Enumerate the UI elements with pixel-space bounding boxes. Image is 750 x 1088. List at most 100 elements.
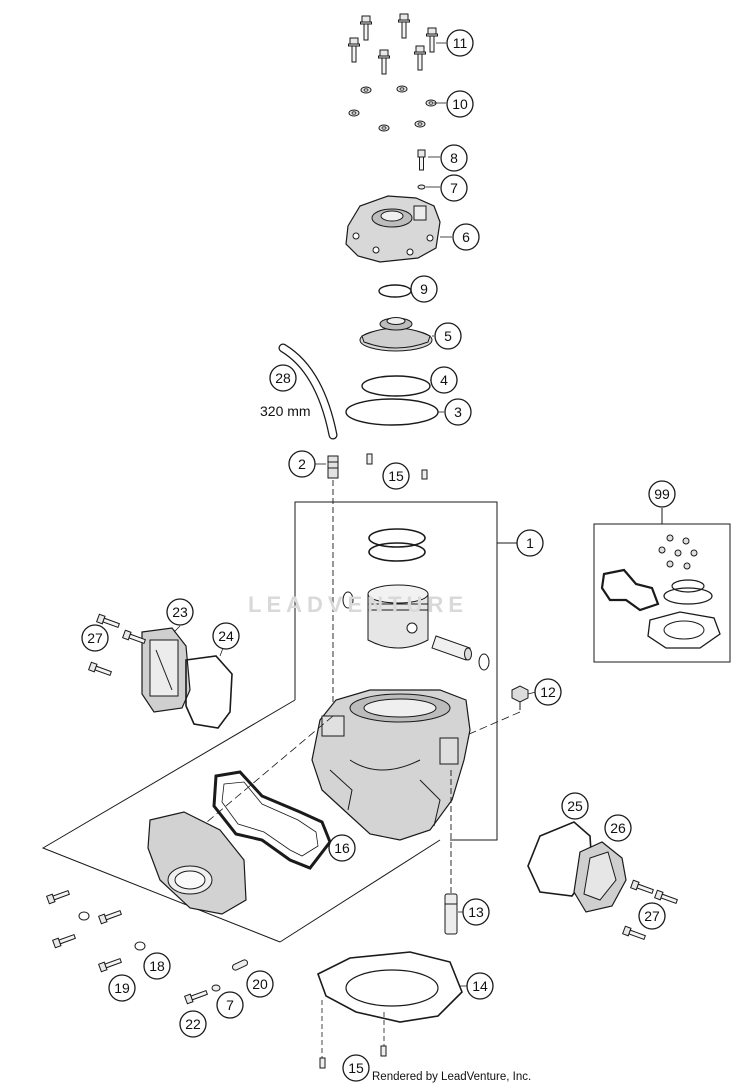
callout-circle: [430, 366, 458, 394]
callout-circle: [440, 144, 468, 172]
callout-circle: [638, 902, 666, 930]
callout-number: 15: [348, 1060, 364, 1076]
dowel-pin: [366, 453, 373, 465]
callout-number: 99: [654, 486, 670, 502]
callout-circle: [444, 398, 472, 426]
circlip: [342, 591, 354, 609]
callout-number: 27: [87, 630, 103, 646]
piston-pin: [431, 635, 472, 661]
hose: [278, 343, 338, 440]
piston-ring: [368, 542, 426, 562]
callout-circle: [534, 678, 562, 706]
callout-circle: [604, 814, 632, 842]
piston: [367, 584, 429, 649]
callout-9: 9: [410, 275, 438, 303]
callout-circle: [434, 322, 462, 350]
callout-15: 15: [382, 462, 410, 490]
callout-23: 23: [166, 598, 194, 626]
callout-3: 3: [444, 398, 472, 426]
callout-circle: [648, 480, 676, 508]
callout-number: 12: [540, 684, 556, 700]
callout-8: 8: [440, 144, 468, 172]
callout-number: 10: [452, 96, 468, 112]
callout-number: 20: [252, 976, 268, 992]
valve-cover-gasket: [185, 655, 233, 729]
o-ring-small: [361, 375, 431, 397]
callout-27: 27: [81, 624, 109, 652]
callout-27: 27: [638, 902, 666, 930]
callout-circle: [288, 450, 316, 478]
callout-number: 7: [226, 997, 234, 1013]
callout-circle: [516, 529, 544, 557]
callout-10: 10: [446, 90, 474, 118]
cylinder-base-gasket: [317, 951, 463, 1069]
callout-number: 16: [334, 840, 350, 856]
callout-circle: [440, 174, 468, 202]
callout-circle: [446, 90, 474, 118]
callout-circle: [212, 622, 240, 650]
callout-number: 9: [420, 281, 428, 297]
cylinder-head: [345, 195, 441, 263]
callout-circle: [462, 898, 490, 926]
exhaust-port-gasket: [212, 770, 332, 870]
callout-number: 28: [275, 370, 291, 386]
callout-circle: [446, 29, 474, 57]
hose-length-label: 320 mm: [260, 403, 311, 419]
callout-number: 4: [440, 372, 448, 388]
callout-number: 1: [526, 535, 534, 551]
callout-18: 18: [143, 952, 171, 980]
callout-circle: [466, 972, 494, 1000]
side-cover: [573, 841, 627, 913]
fitting: [327, 455, 339, 715]
callout-25: 25: [561, 792, 589, 820]
callout-28: 28: [269, 364, 297, 392]
watermark: LEADVENTURE: [248, 592, 469, 617]
callout-16: 16: [328, 834, 356, 862]
flange-bolts: [46, 888, 249, 1005]
callout-number: 8: [450, 150, 458, 166]
callout-circle: [246, 970, 274, 998]
callout-number: 6: [462, 229, 470, 245]
circlip: [478, 653, 490, 671]
callout-circle: [269, 364, 297, 392]
callout-circle: [166, 598, 194, 626]
callout-circle: [143, 952, 171, 980]
callout-number: 22: [185, 1016, 201, 1032]
callout-4: 4: [430, 366, 458, 394]
callout-number: 26: [610, 820, 626, 836]
callout-99: 99: [648, 480, 676, 508]
callout-number: 27: [644, 908, 660, 924]
stud: [444, 770, 458, 935]
callout-circle: [108, 974, 136, 1002]
callout-number: 13: [468, 904, 484, 920]
callout-number: 3: [454, 404, 462, 420]
callout-circle: [561, 792, 589, 820]
head-screw: [417, 149, 426, 190]
callout-circle: [81, 624, 109, 652]
callout-15: 15: [342, 1054, 370, 1082]
callout-number: 25: [567, 798, 583, 814]
valve-cover: [141, 627, 191, 713]
cylinder: [311, 689, 471, 841]
callout-number: 14: [472, 978, 488, 994]
callout-number: 7: [450, 180, 458, 196]
callout-number: 2: [298, 456, 306, 472]
callout-number: 24: [218, 628, 234, 644]
callout-12: 12: [534, 678, 562, 706]
callout-2: 2: [288, 450, 316, 478]
cylinder-head-bolts: [348, 13, 438, 75]
callout-number: 11: [453, 35, 468, 51]
credit-text: Rendered by LeadVenture, Inc.: [372, 1071, 532, 1083]
callout-number: 19: [114, 980, 130, 996]
callout-circle: [216, 991, 244, 1019]
callout-13: 13: [462, 898, 490, 926]
callout-number: 18: [149, 958, 165, 974]
head-bolt-washers: [348, 85, 437, 132]
callout-circle: [179, 1010, 207, 1038]
lock-washers: [78, 911, 221, 992]
piston-ring: [368, 528, 426, 548]
callout-circle: [382, 462, 410, 490]
callout-circle: [410, 275, 438, 303]
dowel-pin: [421, 469, 428, 480]
